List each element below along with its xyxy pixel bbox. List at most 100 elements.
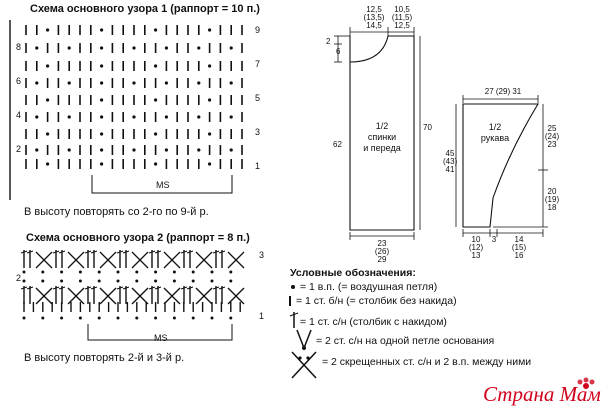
- crossed-stitch-stroke: [195, 251, 213, 269]
- chain-stitch-mark: [164, 81, 168, 85]
- sleeve-bottom-dims-b: 3: [491, 235, 497, 244]
- sleeve-bottom-dims-a: 10(12)13: [468, 235, 484, 260]
- chain-stitch-mark: [41, 279, 45, 283]
- body-top-left-dims: 12,5(13,5)14,5: [363, 5, 385, 30]
- double-crochet-crossbar: [26, 250, 34, 254]
- scheme1-ms-label: MS: [156, 180, 170, 190]
- chain-stitch-mark: [208, 28, 212, 32]
- double-crochet-crossbar: [186, 250, 194, 254]
- sleeve-bottom-dims-c: 14(15)16: [511, 235, 527, 260]
- chain-stitch-mark: [35, 148, 39, 152]
- chain-stitch-mark: [132, 46, 136, 50]
- scheme1-row-label: 1: [255, 161, 261, 171]
- chain-stitch-mark: [97, 279, 101, 283]
- scheme1-repeat-note: В высоту повторять со 2-го по 9-й р.: [24, 206, 209, 218]
- chain-stitch-mark: [22, 270, 26, 274]
- chain-stitch-mark: [46, 98, 50, 102]
- scheme1-row-label: 9: [255, 25, 261, 35]
- legend-chain-icon: [291, 285, 295, 289]
- double-crochet-crossbar: [154, 286, 162, 290]
- legend-symbols: [289, 285, 317, 379]
- body-bottom-dims: 23(26)29: [374, 239, 390, 264]
- chain-stitch-mark: [100, 81, 104, 85]
- chain-stitch-mark: [135, 270, 139, 274]
- double-crochet-crossbar: [180, 250, 188, 254]
- scheme2-row-label-1: 1: [259, 311, 265, 321]
- double-crochet-crossbar: [212, 286, 220, 290]
- chain-stitch-mark: [116, 316, 120, 320]
- chain-stitch-mark: [100, 162, 104, 166]
- chain-stitch-mark: [208, 98, 212, 102]
- legend-item-2dc: = 2 ст. с/н на одной петле основания: [316, 335, 495, 347]
- double-crochet-crossbar: [180, 286, 188, 290]
- scheme2-row-label-3: 3: [259, 250, 265, 260]
- scheme2-title: Схема основного узора 2 (раппорт = 8 п.): [26, 232, 250, 244]
- chain-stitch-mark: [191, 270, 195, 274]
- chain-stitch-mark: [67, 46, 71, 50]
- watermark-text: Страна Мам: [483, 382, 601, 406]
- chain-stitch-mark: [154, 28, 158, 32]
- scheme1-title: Схема основного узора 1 (раппорт = 10 п.…: [30, 3, 260, 15]
- chain-stitch-mark: [132, 115, 136, 119]
- chain-stitch-mark: [154, 279, 158, 283]
- double-crochet-crossbar: [148, 286, 156, 290]
- legend-2dc-icon: [296, 329, 305, 349]
- chain-stitch-mark: [132, 81, 136, 85]
- chain-stitch-mark: [164, 148, 168, 152]
- chain-stitch-mark: [172, 279, 176, 283]
- sleeve-left-height-dims: 45(43)41: [443, 149, 458, 174]
- chain-stitch-mark: [197, 81, 201, 85]
- crossed-stitch-stroke: [131, 287, 149, 305]
- chain-stitch-mark: [100, 115, 104, 119]
- chain-stitch-mark: [46, 132, 50, 136]
- chain-stitch-mark: [100, 64, 104, 68]
- chain-stitch-mark: [78, 270, 82, 274]
- legend-item-chain: = 1 в.п. (= воздушная петля): [300, 281, 438, 293]
- chain-stitch-mark: [116, 270, 120, 274]
- chain-stitch-mark: [22, 316, 26, 320]
- chain-stitch-mark: [208, 132, 212, 136]
- legend-crossed-chain-icon: [298, 356, 302, 360]
- chain-stitch-mark: [197, 115, 201, 119]
- double-crochet-crossbar: [20, 286, 28, 290]
- legend-title: Условные обозначения:: [290, 267, 416, 279]
- chain-stitch-mark: [78, 316, 82, 320]
- double-crochet-crossbar: [116, 286, 124, 290]
- double-crochet-crossbar: [218, 250, 226, 254]
- chain-stitch-mark: [135, 279, 139, 283]
- chain-stitch-mark: [100, 132, 104, 136]
- scheme1-row-label: 5: [255, 93, 261, 103]
- chain-stitch-mark: [164, 46, 168, 50]
- double-crochet-crossbar: [58, 250, 66, 254]
- chain-stitch-mark: [35, 81, 39, 85]
- scheme1-symbol-grid: [25, 25, 243, 169]
- chain-stitch-mark: [67, 81, 71, 85]
- chain-stitch-mark: [97, 270, 101, 274]
- scheme1-row-label: 3: [255, 127, 261, 137]
- sleeve-right-bottom-dims: 20(19)18: [544, 187, 560, 212]
- legend-item-dc: = 1 ст. с/н (столбик с накидом): [300, 316, 447, 328]
- crossed-stitch-stroke: [227, 251, 245, 269]
- sleeve-right-top-dims: 25(24)23: [544, 124, 560, 149]
- crossed-stitch-stroke: [227, 287, 245, 305]
- chain-stitch-mark: [154, 132, 158, 136]
- crossed-stitch-stroke: [67, 251, 85, 269]
- body-neck-side-label: 6: [336, 47, 341, 56]
- chain-stitch-mark: [229, 279, 233, 283]
- scheme2-ms-bracket: [87, 324, 233, 341]
- chain-stitch-mark: [46, 64, 50, 68]
- chain-stitch-mark: [35, 46, 39, 50]
- scheme1-row-label: 6: [16, 76, 22, 86]
- body-top-right-dims: 10,5(11,5)12,5: [391, 5, 413, 30]
- chain-stitch-mark: [41, 270, 45, 274]
- chain-stitch-mark: [132, 148, 136, 152]
- chain-stitch-mark: [100, 148, 104, 152]
- chain-stitch-mark: [208, 64, 212, 68]
- chain-stitch-mark: [46, 162, 50, 166]
- chain-stitch-mark: [135, 316, 139, 320]
- chain-stitch-mark: [164, 115, 168, 119]
- chain-stitch-mark: [100, 98, 104, 102]
- double-crochet-crossbar: [148, 250, 156, 254]
